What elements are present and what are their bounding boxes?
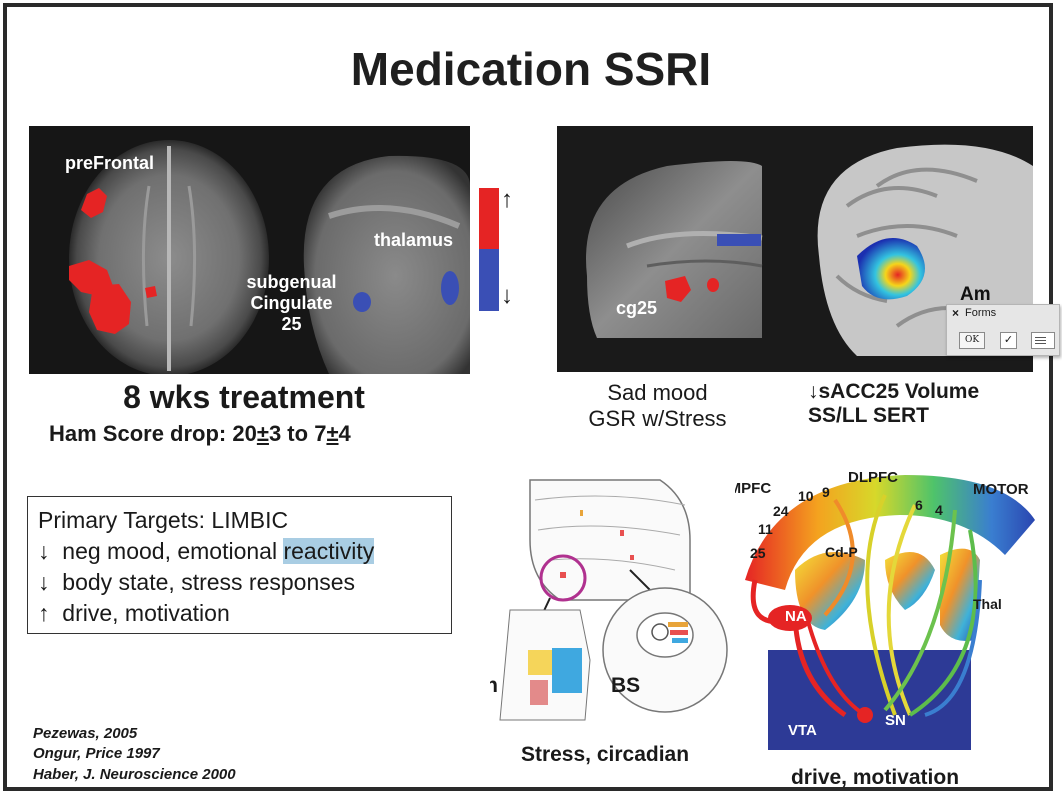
label-area-11: 11 <box>758 521 773 537</box>
primary-targets-box: Primary Targets: LIMBIC ↓ neg mood, emot… <box>27 496 452 634</box>
highlighted-text: reactivity <box>283 538 375 564</box>
caption-sacc25: ↓sACC25 Volume SS/LL SERT <box>808 380 980 427</box>
target-item-reactivity: ↓ neg mood, emotional reactivity <box>38 538 375 564</box>
forms-palette-title: Forms <box>965 307 997 319</box>
caption-drive-motivation: drive, motivation <box>790 766 960 789</box>
label-thal: Thal <box>973 596 1002 612</box>
reference-2: Ongur, Price 1997 <box>33 745 160 762</box>
caption-sad-mood: Sad mood GSR w/Stress <box>588 380 727 431</box>
caption-stress-circadian: Stress, circadian <box>520 743 690 766</box>
label-sn: SN <box>885 712 906 729</box>
forms-checkbox-tool[interactable]: ✓ <box>1000 332 1017 349</box>
label-cd-p: Cd-P <box>825 544 858 560</box>
down-arrow-icon: ↓ <box>38 569 50 595</box>
label-area-24: 24 <box>773 503 789 519</box>
label-na: NA <box>785 608 807 625</box>
label-bs: BS <box>611 674 641 697</box>
circuit-diagram: OMPFC DLPFC MOTOR 10 9 24 11 25 6 4 Cd-P… <box>735 460 1050 760</box>
hypothalamus-diagram: Hth BS <box>490 460 730 740</box>
target-item-stress: ↓ body state, stress responses <box>38 569 356 595</box>
label-hth: Hth <box>490 674 498 697</box>
forms-ok-button[interactable]: OK <box>959 332 985 349</box>
forms-close-button[interactable]: × <box>952 306 960 320</box>
label-vta: VTA <box>788 722 817 739</box>
right-brain-scan-image <box>586 144 1033 356</box>
label-area-10: 10 <box>798 488 814 504</box>
circuit-diagram-image <box>745 475 1035 750</box>
forms-palette[interactable]: × Forms OK ✓ <box>946 304 1060 356</box>
label-subgenual: subgenual Cingulate 25 <box>246 272 337 334</box>
targets-heading: Primary Targets: LIMBIC <box>38 507 289 533</box>
slide-title: Medication SSRI <box>350 43 712 95</box>
caption-ham-score: Ham Score drop: 20±3 to 7±4 <box>49 421 351 446</box>
reference-3: Haber, J. Neuroscience 2000 <box>33 766 236 783</box>
label-area-9: 9 <box>822 484 830 500</box>
reference-1: Pezewas, 2005 <box>33 725 138 742</box>
down-arrow-icon: ↓ <box>38 538 50 564</box>
label-am: Am <box>960 284 991 305</box>
up-arrow-icon: ↑ <box>38 600 50 626</box>
label-ompfc: OMPFC <box>735 480 772 497</box>
scale-down-arrow: ↓ <box>501 282 513 309</box>
label-dlpfc: DLPFC <box>848 469 898 486</box>
left-brain-scan-panel: preFrontal thalamus subgenual Cingulate … <box>29 126 470 374</box>
target-item-drive: ↑ drive, motivation <box>38 600 230 626</box>
label-area-25: 25 <box>750 545 766 561</box>
label-area-6: 6 <box>915 497 923 513</box>
scale-up-arrow: ↑ <box>501 186 513 213</box>
label-area-4: 4 <box>935 502 943 518</box>
forms-list-tool-icon[interactable] <box>1031 332 1055 349</box>
label-thalamus: thalamus <box>374 230 454 250</box>
label-cg25: cg25 <box>616 298 658 318</box>
scale-bar-decrease <box>479 249 499 311</box>
scale-bar-increase <box>479 188 499 249</box>
hypothalamus-diagram-image <box>499 479 728 721</box>
slide-border <box>3 3 1053 791</box>
label-prefrontal: preFrontal <box>65 153 155 173</box>
caption-treatment: 8 wks treatment <box>123 379 365 415</box>
label-motor: MOTOR <box>973 481 1029 498</box>
left-brain-scan-image <box>69 140 470 374</box>
